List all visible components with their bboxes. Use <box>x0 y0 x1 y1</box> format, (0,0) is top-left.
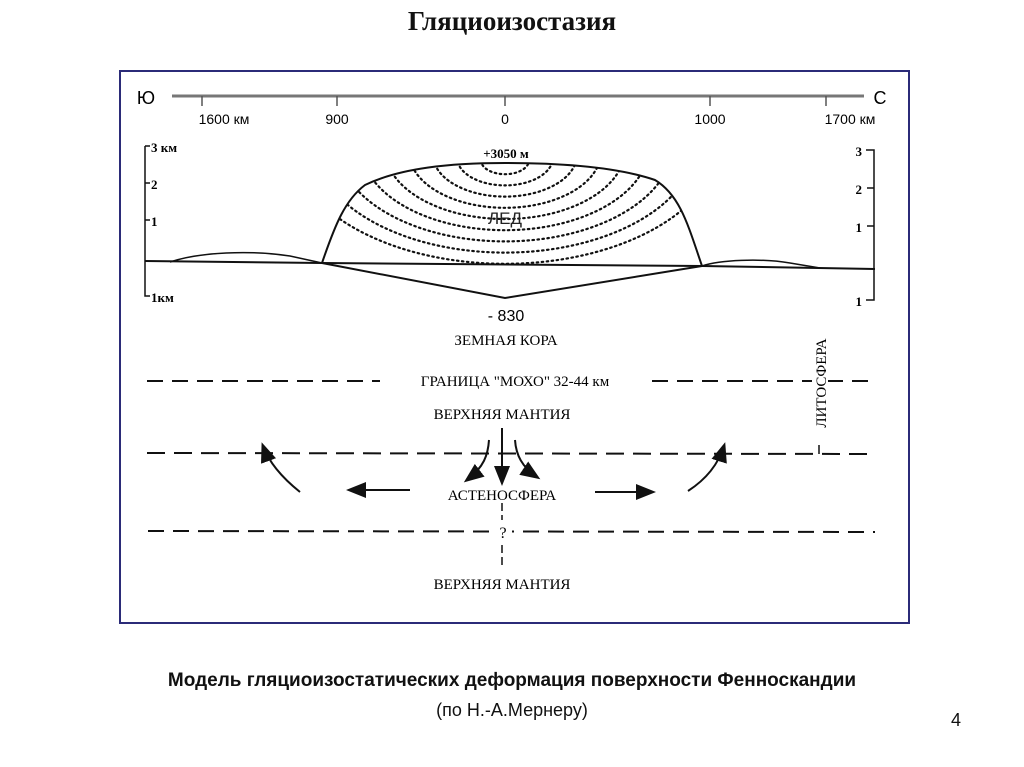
distance-tick-label: 0 <box>501 111 509 127</box>
south-label: Ю <box>137 88 155 108</box>
slide-title: Гляциоизостазия <box>407 6 617 36</box>
ice-sheet-outline <box>321 161 703 267</box>
distance-tick-label: 900 <box>325 111 349 127</box>
slide-source: (по Н.-А.Мернеру) <box>436 700 588 720</box>
left-height-axis <box>144 145 150 297</box>
ground-surface <box>144 260 876 270</box>
lithosphere-base-line <box>146 452 876 455</box>
moho-label: ГРАНИЦА "МОХО" 32-44 км <box>421 374 610 390</box>
ice-flow-line <box>383 163 627 221</box>
lower-mantle-label: ВЕРХНЯЯ МАНТИЯ <box>434 577 571 593</box>
ice-flow-line <box>431 163 579 198</box>
right-axis-label: 2 <box>856 182 863 197</box>
diagram-frame <box>119 70 910 624</box>
distance-tick-label: 1600 км <box>199 111 250 127</box>
distance-tick-label: 1000 <box>694 111 725 127</box>
ice-flow-line <box>407 163 603 209</box>
asthenosphere-label: АСТЕНОСФЕРА <box>448 488 557 504</box>
peripheral-bulge <box>169 251 323 264</box>
ice-flow-line <box>455 163 555 187</box>
right-axis-label: 3 <box>856 144 863 159</box>
depression-label: - 830 <box>488 308 525 325</box>
left-axis-label: 1 <box>151 214 158 229</box>
ice-top-label: +3050 м <box>483 146 529 161</box>
left-axis-label: 1км <box>151 290 174 305</box>
north-label: С <box>874 88 887 108</box>
ice-flow-line <box>359 163 651 232</box>
crust-depression <box>321 262 703 300</box>
right-height-axis <box>866 149 875 301</box>
crust-label: ЗЕМНАЯ КОРА <box>454 333 557 349</box>
question-mark: ? <box>499 525 506 542</box>
distance-tick-label: 1700 км <box>825 111 876 127</box>
upper-mantle-label: ВЕРХНЯЯ МАНТИЯ <box>434 407 571 423</box>
lithosphere-label: ЛИТОСФЕРА <box>814 338 830 427</box>
right-axis-label: 1 <box>856 220 863 235</box>
mantle-flow-arrows <box>261 428 727 500</box>
ice-flow-line <box>479 163 531 176</box>
ice-label: ЛЕД <box>488 209 522 228</box>
left-axis-label: 2 <box>151 177 158 192</box>
slide-caption: Модель гляциоизостатических деформация п… <box>167 670 857 691</box>
left-axis-label: 3 км <box>151 140 177 155</box>
page-number: 4 <box>951 710 962 730</box>
peripheral-bulge <box>701 259 821 269</box>
right-axis-label: 1 <box>856 294 863 309</box>
